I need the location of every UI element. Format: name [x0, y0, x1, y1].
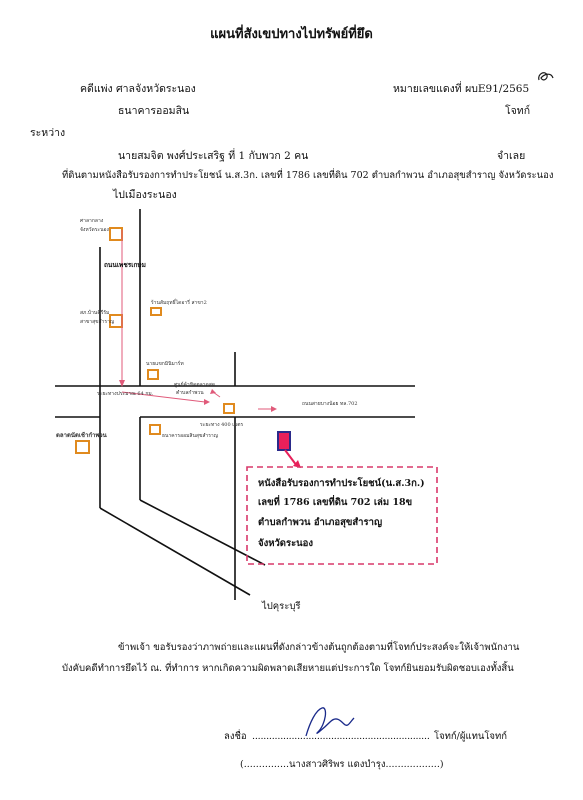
label-bank: ธนาคารออมสินสุขสำราญ — [162, 433, 218, 439]
landmark-provincial-office — [109, 227, 123, 241]
landmark-bank — [149, 424, 161, 435]
label-police-1: สภ.บ้านคิรีรัม — [80, 310, 110, 316]
label-restaurant: นายแขกมินิมาร์ท — [146, 361, 184, 367]
sign-dotted-line: ........................................… — [252, 731, 430, 742]
signer-name: (...............นางสาวศิริพร แดงบำรุง...… — [240, 759, 444, 770]
landmark-restaurant — [147, 369, 159, 380]
certification-line2: บังคับคดีทำการยึดไว้ ณ. ที่ทำการ หากเกิด… — [62, 663, 514, 674]
label-market: ศูนย์ค้าขิดตลาดสด — [174, 382, 216, 388]
defendant-label: จำเลย — [497, 150, 526, 162]
initials-mark — [538, 72, 554, 81]
landmark-market — [223, 403, 235, 414]
to-kuraburi-label: ไปคุระบุรี — [262, 601, 301, 612]
signature-scribble — [305, 707, 355, 737]
sign-label: ลงชื่อ — [224, 731, 247, 742]
defendant-name: นายสมจิต พงศ์ประเสริฐ ที่ 1 กับพวก 2 คน — [118, 150, 309, 162]
plaintiff-name: ธนาคารออมสิน — [118, 105, 190, 117]
signer-role: โจทก์/ผู้แทนโจทก์ — [434, 731, 508, 742]
label-provincial-office-1: ศาลากลาง — [80, 218, 104, 224]
label-police-2: สาขาสุขสำราญ — [80, 319, 115, 325]
label-main-road: ถนนเพชรเกษม — [104, 261, 146, 269]
market-pointer-arrow — [212, 391, 221, 398]
property-box-line2: เลขที่ 1786 เลขที่ดิน 702 เล่ม 18ข — [258, 497, 413, 508]
label-tambon: ตำบลกำพวน — [176, 390, 204, 396]
label-shop: ร้านสัมฤทธิ์ไดอารี่ สาขา2 — [151, 300, 207, 306]
certification-line1: ข้าพเจ้า ขอรับรองว่าภาพถ่ายและแผนที่ดังก… — [118, 642, 520, 653]
label-kampuan-market: ตลาดนัดเช้ากำพวน — [56, 432, 107, 439]
landmark-shop — [150, 307, 162, 316]
property-box-line4: จังหวัดระนอง — [258, 538, 314, 549]
label-side-road: ถนนสายบางน้อย ทล.702 — [302, 401, 358, 407]
property-marker — [277, 431, 291, 451]
property-box-line1: หนังสือรับรองการทำประโยชน์(น.ส.3ก.) — [258, 478, 425, 489]
court-name: คดีแพ่ง ศาลจังหวัดระนอง — [80, 83, 196, 95]
road-to-kuraburi-right — [139, 499, 266, 566]
property-box-line3: ตำบลกำพวน อำเภอสุขสำราญ — [258, 517, 383, 528]
label-km-marker: ระยะทางประมาณ 64 กม. — [97, 391, 154, 397]
label-distance-400: ระยะทาง 400 เมตร — [200, 422, 244, 428]
landmark-kampuan-market — [75, 440, 90, 454]
label-provincial-office-2: จังหวัดระนอง — [80, 227, 109, 233]
to-ranong-label: ไปเมืองระนอง — [113, 189, 177, 201]
page-title: แผนที่สังเขปทางไปทรัพย์ที่ยึด — [210, 27, 373, 42]
between-label: ระหว่าง — [30, 127, 66, 139]
property-description: ที่ดินตามหนังสือรับรองการทำประโยชน์ น.ส.… — [62, 170, 554, 181]
property-pointer-line — [284, 449, 298, 467]
case-number: หมายเลขแดงที่ ผบE91/2565 — [393, 83, 530, 95]
road-to-kuraburi-left — [99, 507, 251, 596]
plaintiff-label: โจทก์ — [505, 105, 531, 117]
